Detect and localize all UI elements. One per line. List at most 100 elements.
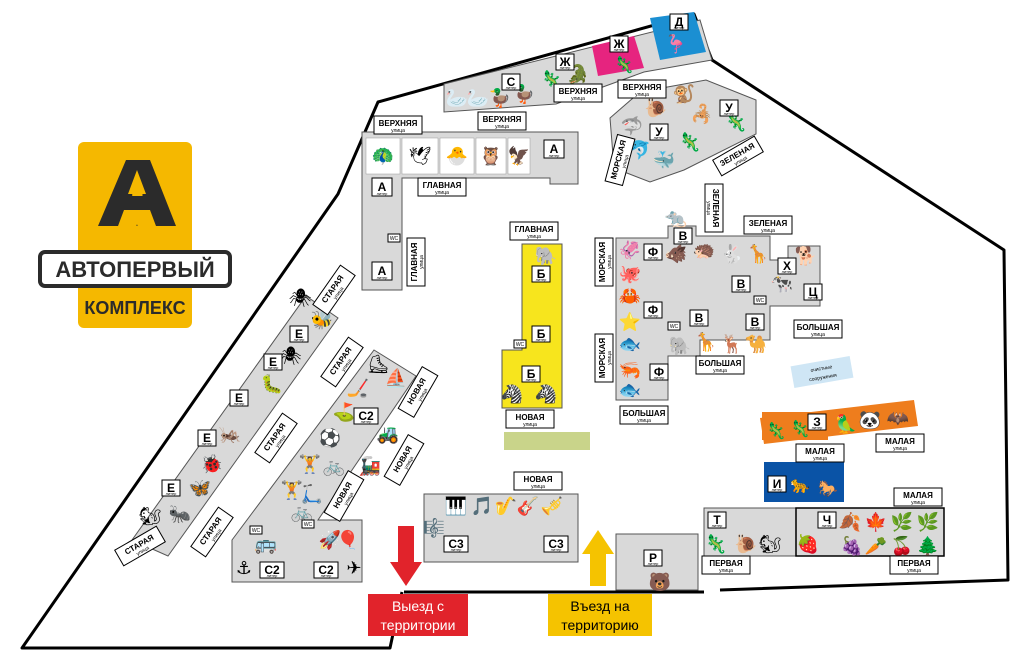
- svg-text:Х: Х: [783, 259, 791, 273]
- svg-text:🦆: 🦆: [489, 87, 511, 109]
- building-c2-icons: ⛸ ⛵ 🏒 ⛳ 🚜 ⚽ 🏋 🚲 🚂 🏋 🛴 🚲 🚌 🚀 🎈 ⚓ ✈: [236, 354, 407, 579]
- letter-sublabel: литер: [648, 255, 660, 260]
- svg-text:🕊: 🕊: [409, 146, 432, 167]
- svg-text:Е: Е: [235, 391, 243, 405]
- svg-text:🐛: 🐛: [261, 373, 283, 395]
- letter-sublabel: литер: [678, 239, 690, 244]
- letter-sublabel: литер: [560, 65, 572, 70]
- svg-text:🌿: 🌿: [891, 511, 913, 533]
- letter-sublabel: литер: [166, 491, 178, 496]
- treatment-facility-label: очистные сооружения: [790, 355, 854, 389]
- letter-sublabel: литер: [361, 419, 373, 424]
- letter-sublabel: литер: [654, 135, 666, 140]
- svg-text:В: В: [695, 311, 704, 325]
- building-e-icons: 🕷 🐝 🕷 🐛 🦗 🐞 🦋 🐜 🐿: [139, 288, 334, 527]
- building-zh-pink: [592, 36, 644, 76]
- svg-text:🍓: 🍓: [797, 533, 819, 555]
- logo-subtitle: КОМПЛЕКС: [84, 298, 185, 318]
- svg-text:🦗: 🦗: [219, 424, 241, 445]
- svg-text:⭐: ⭐: [619, 311, 641, 333]
- svg-text:🚲: 🚲: [291, 502, 313, 523]
- svg-text:🦇: 🦇: [887, 408, 909, 429]
- svg-text:WC: WC: [670, 324, 679, 330]
- svg-text:🚲: 🚲: [323, 456, 345, 477]
- wc-b: WC: [513, 339, 527, 349]
- svg-text:улица: улица: [813, 456, 827, 462]
- svg-text:🐟: 🐟: [619, 334, 641, 355]
- svg-text:МОРСКАЯ: МОРСКАЯ: [598, 338, 607, 378]
- svg-text:🍒: 🍒: [891, 535, 913, 557]
- svg-text:улица: улица: [435, 190, 449, 196]
- svg-text:🐬: 🐬: [629, 139, 651, 161]
- entry-sign: Въезд на территорию: [548, 594, 652, 636]
- letter-sublabel: литер: [536, 337, 548, 342]
- building-z-icons: 🦎 🦎 🦜 🐼 🦇: [766, 408, 909, 440]
- svg-text:🥕: 🥕: [865, 536, 887, 557]
- letter-sublabel: литер: [321, 573, 333, 578]
- logo-letter: А: [136, 224, 138, 227]
- svg-text:🦎: 🦎: [705, 533, 727, 555]
- i-icon-2: 🐎: [818, 479, 838, 498]
- svg-text:🦑: 🦑: [619, 239, 641, 261]
- svg-text:WC: WC: [516, 342, 525, 348]
- letter-sublabel: литер: [674, 25, 686, 30]
- svg-text:Е: Е: [167, 481, 175, 495]
- wc-a: WC: [387, 233, 401, 243]
- svg-text:С3: С3: [448, 537, 464, 551]
- svg-text:🦂: 🦂: [691, 103, 713, 125]
- exit-arrow: [390, 526, 422, 586]
- svg-text:🐟: 🐟: [619, 380, 641, 401]
- svg-text:🐌: 🐌: [735, 534, 757, 555]
- svg-text:С2: С2: [264, 563, 280, 577]
- letter-sublabel: литер: [648, 561, 660, 566]
- svg-text:Б: Б: [537, 267, 546, 281]
- svg-text:улица: улица: [719, 568, 733, 574]
- svg-text:улица: улица: [907, 568, 921, 574]
- svg-text:🐙: 🐙: [619, 264, 641, 285]
- svg-text:🦓: 🦓: [501, 383, 523, 405]
- svg-text:🏋: 🏋: [299, 453, 321, 475]
- letter-sublabel: литер: [736, 287, 748, 292]
- wc-c2-2: WC: [249, 525, 263, 535]
- letter-sublabel: литер: [812, 425, 824, 430]
- zh-icon: 🦎: [614, 55, 634, 74]
- letter-sublabel: литер: [822, 523, 834, 528]
- svg-text:🍁: 🍁: [865, 511, 887, 533]
- svg-text:улица: улица: [713, 368, 727, 374]
- svg-text:Въезд на: Въезд на: [570, 598, 629, 614]
- letter-sublabel: литер: [294, 337, 306, 342]
- svg-text:улица: улица: [635, 92, 649, 98]
- svg-text:🦒: 🦒: [695, 331, 717, 353]
- svg-text:🐿: 🐿: [759, 534, 782, 555]
- svg-text:🦢: 🦢: [467, 88, 489, 109]
- svg-text:улица: улица: [637, 418, 651, 424]
- svg-text:🍂: 🍂: [839, 511, 861, 533]
- svg-text:МАЛАЯ: МАЛАЯ: [885, 437, 915, 446]
- svg-text:🏒: 🏒: [347, 378, 369, 399]
- svg-text:БОЛЬШАЯ: БОЛЬШАЯ: [623, 409, 666, 418]
- svg-text:С2: С2: [358, 409, 374, 423]
- svg-text:улица: улица: [531, 484, 545, 490]
- logo-name: АВТОПЕРВЫЙ: [55, 257, 214, 282]
- svg-text:🦢: 🦢: [446, 88, 468, 109]
- svg-text:🐞: 🐞: [201, 453, 223, 475]
- building-e: [131, 295, 339, 557]
- letter-sublabel: литер: [724, 111, 736, 116]
- letter-sublabel: литер: [506, 85, 518, 90]
- building-b-icons: 🐘 🦓 🦓: [501, 246, 557, 405]
